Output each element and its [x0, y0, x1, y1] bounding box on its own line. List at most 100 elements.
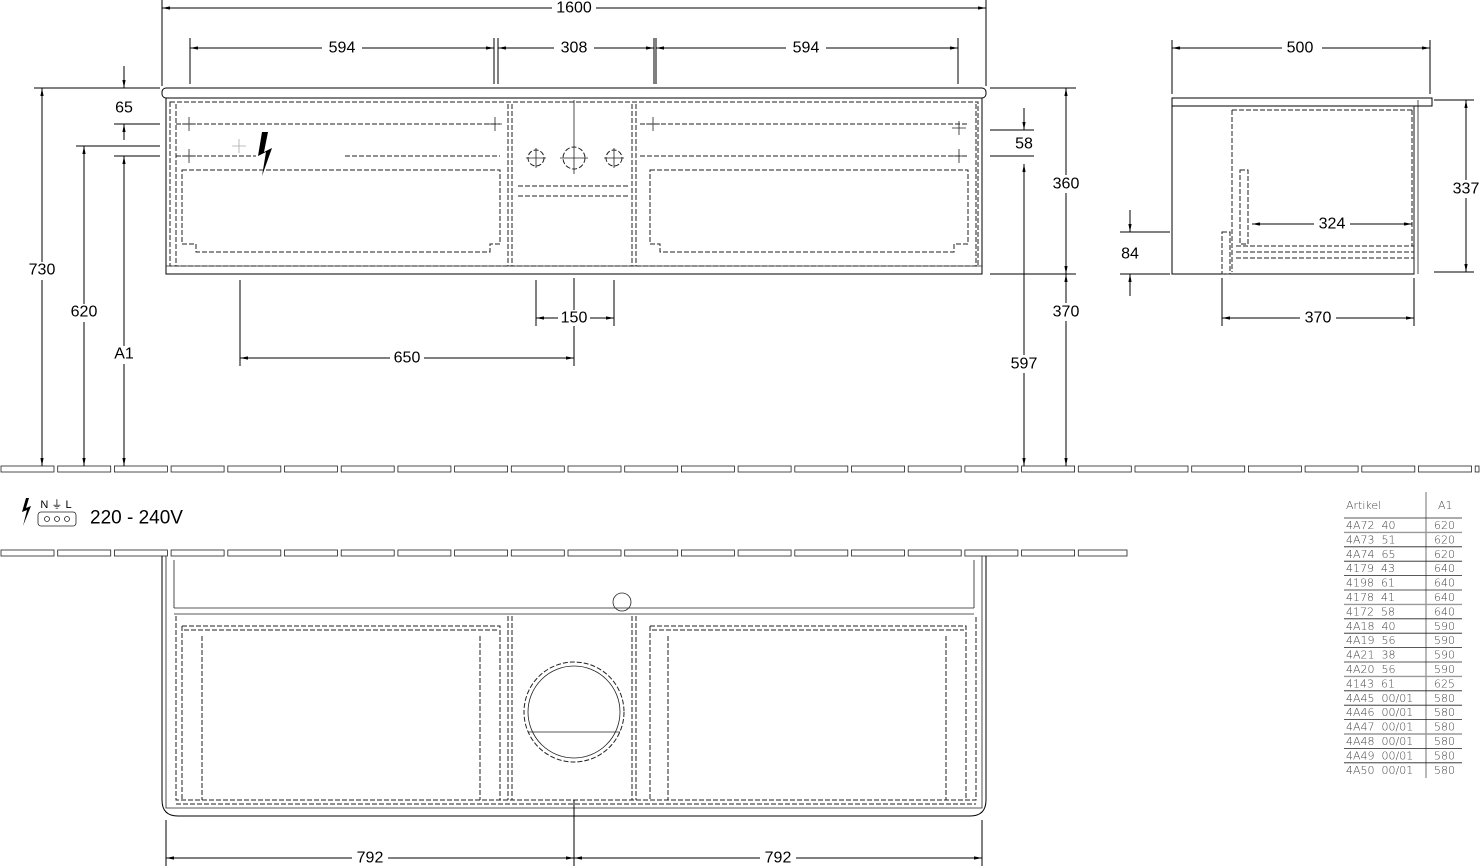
dim-drain-spacing: 150	[561, 310, 588, 327]
table-cell-artikel: 4179 43	[1346, 562, 1395, 575]
table-cell-artikel: 4A49 00/01	[1346, 749, 1413, 762]
floor-tile	[794, 549, 849, 557]
table-cell-artikel: 4A47 00/01	[1346, 721, 1413, 734]
dim-620: 620	[71, 304, 98, 321]
floor-tile	[57, 549, 112, 557]
table-cell-artikel: 4A50 00/01	[1346, 764, 1413, 777]
dim-total-height: 730	[29, 262, 56, 279]
side-view: 500 337 324 370 84	[1120, 40, 1480, 327]
electrical-legend: N ⏚ L 220 - 240V	[22, 498, 183, 529]
dim-middle-width: 308	[561, 40, 588, 57]
floor-tile	[1248, 465, 1302, 473]
floor-tile	[851, 465, 905, 473]
table-cell-a1: 580	[1434, 749, 1455, 762]
floor-tile	[1134, 465, 1189, 473]
table-cell-artikel: 4172 58	[1346, 605, 1395, 618]
floor-tile	[454, 549, 509, 557]
floor-tile	[284, 549, 338, 557]
left-drawer	[181, 169, 501, 253]
floor-tile	[340, 549, 395, 557]
floor-tile	[964, 549, 1019, 557]
floor-tile	[964, 465, 1019, 473]
floor-tile	[851, 549, 905, 557]
dim-inner-depth: 324	[1319, 216, 1346, 233]
table-cell-a1: 640	[1434, 605, 1455, 618]
table-cell-a1: 580	[1434, 721, 1455, 734]
table-cell-a1: 590	[1434, 649, 1455, 662]
table-cell-a1: 640	[1434, 577, 1455, 590]
floor-tile	[510, 465, 565, 473]
table-cell-artikel: 4A18 40	[1346, 620, 1396, 633]
table-cell-artikel: 4A48 00/01	[1346, 735, 1413, 748]
table-cell-a1: 590	[1434, 634, 1455, 647]
floor-tile	[227, 549, 282, 557]
floor-tile	[1474, 465, 1480, 473]
dim-drain-offset: 650	[394, 350, 421, 367]
floor-tile	[907, 465, 962, 473]
floor-tile	[681, 549, 735, 557]
floor-tile	[1361, 465, 1416, 473]
table-cell-artikel: 4A20 56	[1346, 663, 1396, 676]
floor-tile	[454, 465, 509, 473]
front-view: 1600 594 308 594 730 620 A1 65 58 360 37…	[26, 0, 1082, 466]
floor-tile	[907, 549, 962, 557]
table-cell-a1: 580	[1434, 706, 1455, 719]
floor-tile	[284, 465, 338, 473]
dim-left-half: 792	[357, 850, 384, 867]
table-cell-a1: 590	[1434, 663, 1455, 676]
dim-drawer-offset: 58	[1015, 136, 1033, 153]
tap-hole	[612, 592, 632, 612]
floor-tile	[794, 465, 849, 473]
floor-tile	[737, 465, 792, 473]
floor-tile	[1077, 549, 1128, 557]
dim-cabinet-height: 360	[1053, 176, 1080, 193]
table-cell-artikel: 4A21 38	[1346, 649, 1396, 662]
floor-tile	[1077, 465, 1132, 473]
floor-tile	[737, 549, 792, 557]
table-cell-a1: 620	[1434, 533, 1455, 546]
table-cell-artikel: 4A19 56	[1346, 634, 1396, 647]
floor-tile	[1304, 465, 1359, 473]
table-cell-a1: 580	[1434, 735, 1455, 748]
floor-tile	[1021, 549, 1075, 557]
table-cell-artikel: 4198 61	[1346, 577, 1395, 590]
wall-line-plan	[0, 549, 1128, 557]
floor-tile	[1418, 465, 1472, 473]
plan-view: 792 792	[161, 556, 987, 867]
right-drawer	[649, 169, 969, 253]
floor-tile	[227, 465, 282, 473]
table-cell-artikel: 4A73 51	[1346, 533, 1396, 546]
terminal-block-icon	[37, 511, 77, 527]
floor-tile	[1021, 465, 1075, 473]
floor-tile	[681, 465, 735, 473]
floor-tile	[567, 465, 622, 473]
floor-tile	[0, 549, 55, 557]
voltage-label: 220 - 240V	[90, 508, 183, 529]
floor-line-front	[0, 465, 1480, 473]
floor-tile	[114, 549, 168, 557]
dim-597: 597	[1011, 356, 1038, 373]
cabinet-body	[165, 97, 983, 275]
floor-tile	[1191, 465, 1246, 473]
table-cell-a1: 640	[1434, 591, 1455, 604]
terminal-labels: N ⏚ L	[40, 498, 71, 511]
floor-tile	[170, 465, 225, 473]
dim-depth: 500	[1287, 40, 1314, 57]
floor-tile	[567, 549, 622, 557]
floor-tile	[624, 465, 679, 473]
table-cell-a1: 580	[1434, 692, 1455, 705]
dim-a1: A1	[114, 346, 134, 363]
dim-floor-clearance: 370	[1053, 304, 1080, 321]
floor-tile	[624, 549, 679, 557]
floor-tile	[397, 549, 452, 557]
dim-right-half: 792	[765, 850, 792, 867]
table-cell-a1: 620	[1434, 548, 1455, 561]
table-header-a1: A1	[1438, 499, 1453, 512]
table-cell-a1: 590	[1434, 620, 1455, 633]
table-cell-a1: 640	[1434, 562, 1455, 575]
floor-tile	[57, 465, 112, 473]
floor-tile	[510, 549, 565, 557]
floor-tile	[170, 549, 225, 557]
